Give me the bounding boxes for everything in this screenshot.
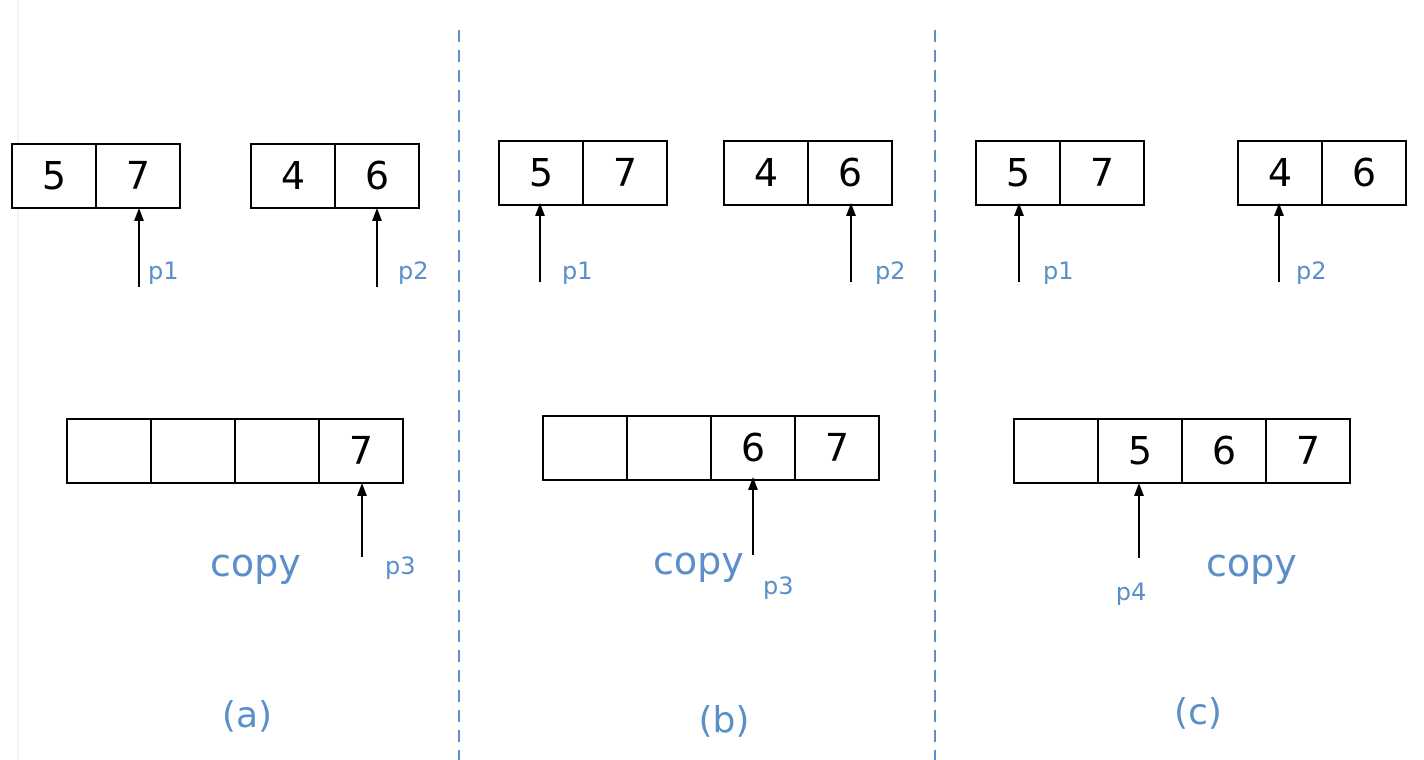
array2-cell-value: 6 xyxy=(838,151,862,195)
copy-array-cell xyxy=(710,415,796,481)
pointer-arrow-head xyxy=(134,208,144,221)
pointer-arrow-head xyxy=(357,483,367,496)
copy-array-cell-value: 6 xyxy=(1212,429,1236,473)
array1-cell xyxy=(498,140,584,206)
copy-array-cell xyxy=(1097,418,1183,484)
pointer-label: p1 xyxy=(562,257,593,285)
copy-array-cell xyxy=(318,418,404,484)
copy-array-cell-value: 6 xyxy=(741,426,765,470)
copy-array-cell xyxy=(234,418,320,484)
pointer-label: p3 xyxy=(385,552,416,580)
copy-label: copy xyxy=(653,539,744,583)
array2-cell-value: 4 xyxy=(281,154,305,198)
array2-cell xyxy=(1237,140,1323,206)
pointer-label: p3 xyxy=(763,572,794,600)
array1-cell xyxy=(582,140,668,206)
array1-cell-value: 7 xyxy=(126,154,150,198)
pointer-label: p2 xyxy=(1296,257,1327,285)
pointer-label: p1 xyxy=(148,257,179,285)
copy-array-cell xyxy=(150,418,236,484)
array1-cell xyxy=(1059,140,1145,206)
copy-array-cell-value: 7 xyxy=(349,429,373,473)
pointer-arrow-head xyxy=(1014,203,1024,216)
pointer-arrow-head xyxy=(748,477,758,490)
array1-cell-value: 7 xyxy=(1090,151,1114,195)
copy-label: copy xyxy=(210,541,301,585)
panel-label: (b) xyxy=(699,700,750,741)
array2-cell-value: 4 xyxy=(1268,151,1292,195)
pointer-label: p2 xyxy=(398,257,429,285)
copy-array-cell-value: 7 xyxy=(1296,429,1320,473)
copy-array-cell xyxy=(794,415,880,481)
pointer-arrow-head xyxy=(1274,203,1284,216)
panel-label: (a) xyxy=(222,695,272,736)
copy-array-cell xyxy=(66,418,152,484)
copy-array-cell xyxy=(1265,418,1351,484)
copy-label: copy xyxy=(1206,541,1297,585)
array1-cell xyxy=(95,143,181,209)
copy-array-cell-value: 5 xyxy=(1128,429,1152,473)
panel-label: (c) xyxy=(1174,692,1222,733)
copy-array-cell xyxy=(1013,418,1099,484)
copy-array-cell xyxy=(1181,418,1267,484)
pointer-label: p1 xyxy=(1043,257,1074,285)
array1-cell-value: 5 xyxy=(529,151,553,195)
array1-cell-value: 5 xyxy=(1006,151,1030,195)
array2-cell xyxy=(807,140,893,206)
array2-cell xyxy=(1321,140,1407,206)
array1-cell-value: 5 xyxy=(42,154,66,198)
pointer-arrow-head xyxy=(372,208,382,221)
array2-cell-value: 6 xyxy=(1352,151,1376,195)
pointer-label: p2 xyxy=(875,257,906,285)
copy-array-cell xyxy=(626,415,712,481)
array2-cell xyxy=(723,140,809,206)
array1-cell-value: 7 xyxy=(613,151,637,195)
pointer-label: p4 xyxy=(1116,578,1147,606)
copy-array-cell xyxy=(542,415,628,481)
array2-cell-value: 4 xyxy=(754,151,778,195)
copy-array-cell-value: 7 xyxy=(825,426,849,470)
array1-cell xyxy=(11,143,97,209)
pointer-arrow-head xyxy=(846,203,856,216)
pointer-arrow-head xyxy=(1134,483,1144,496)
array2-cell xyxy=(250,143,336,209)
pointer-arrow-head xyxy=(535,203,545,216)
array2-cell-value: 6 xyxy=(365,154,389,198)
